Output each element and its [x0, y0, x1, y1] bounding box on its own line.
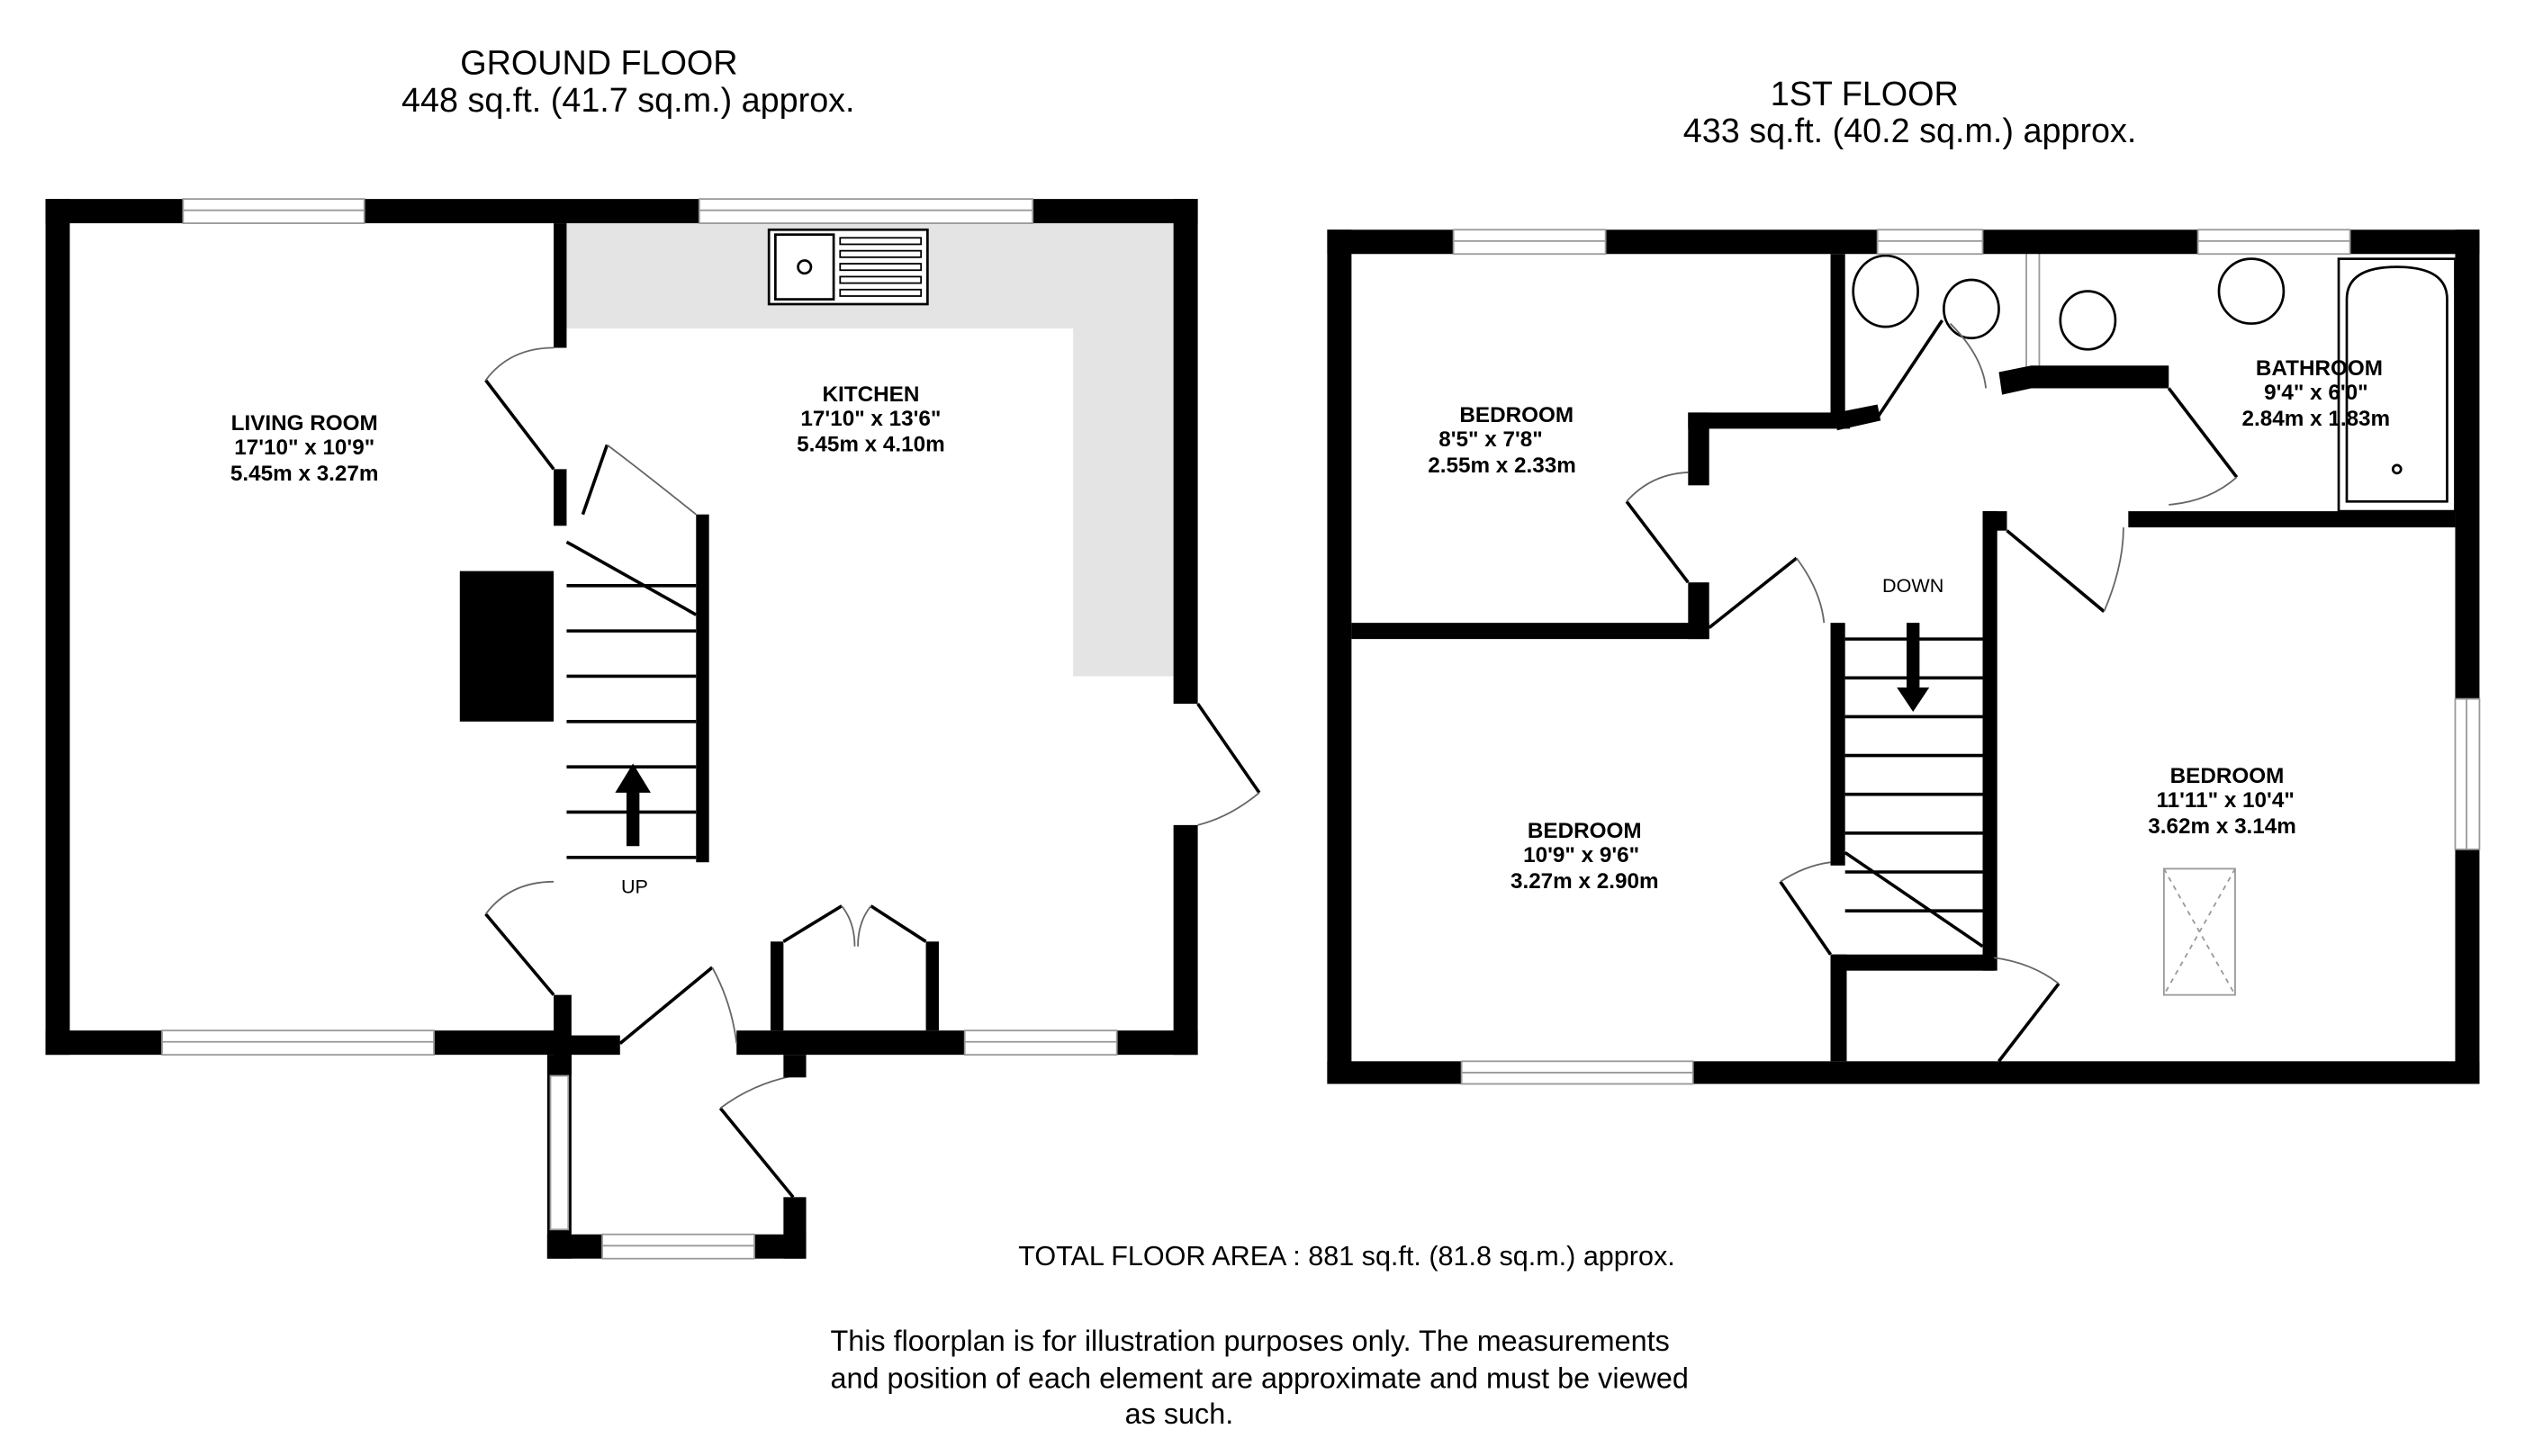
svg-text:8'5" x 7'8": 8'5" x 7'8"	[1438, 427, 1543, 452]
room-label-living-room: LIVING ROOM 17'10" x 10'9" 5.45m x 3.27m	[230, 411, 379, 486]
svg-text:10'9" x 9'6": 10'9" x 9'6"	[1523, 843, 1639, 867]
staircase	[565, 514, 709, 863]
first-floor-area: 433 sq.ft. (40.2 sq.m.) approx.	[1683, 112, 2137, 149]
window	[1452, 229, 2481, 1085]
disclaimer-line-2: and position of each element are approxi…	[830, 1362, 1688, 1394]
arrow-up-icon	[615, 763, 651, 847]
svg-text:2.55m x 2.33m: 2.55m x 2.33m	[1428, 454, 1576, 478]
disclaimer-line-1: This floorplan is for illustration purpo…	[830, 1325, 1669, 1357]
toilet-icon	[2059, 290, 2117, 351]
room-label-bathroom: BATHROOM 9'4" x 6'0" 2.84m x 1.83m	[2242, 356, 2391, 431]
ground-floor-area: 448 sq.ft. (41.7 sq.m.) approx.	[401, 81, 855, 119]
sink-icon	[767, 228, 929, 306]
ground-floor-title: GROUND FLOOR	[460, 44, 737, 82]
svg-text:3.27m x 2.90m: 3.27m x 2.90m	[1510, 869, 1659, 894]
svg-text:3.62m x 3.14m: 3.62m x 3.14m	[2148, 814, 2296, 839]
room-label-bedroom-1: BEDROOM 8'5" x 7'8" 2.55m x 2.33m	[1428, 403, 1576, 478]
bath-icon	[2337, 257, 2457, 513]
kitchen-worktop	[566, 223, 1174, 677]
total-floor-area: TOTAL FLOOR AREA : 881 sq.ft. (81.8 sq.m…	[1018, 1241, 1674, 1272]
chimney-breast	[459, 571, 555, 722]
door	[484, 346, 1261, 1199]
skylight-icon	[2162, 867, 2236, 996]
basin-icon	[2217, 257, 2286, 325]
toilet-icon	[1943, 278, 2000, 340]
room-label-bedroom-3: BEDROOM 11'11" x 10'4" 3.62m x 3.14m	[2148, 764, 2296, 839]
svg-text:LIVING ROOM: LIVING ROOM	[231, 411, 378, 436]
staircase	[1844, 623, 1984, 948]
svg-text:BEDROOM: BEDROOM	[1528, 819, 1642, 843]
svg-text:5.45m x 3.27m: 5.45m x 3.27m	[230, 462, 379, 486]
window	[161, 198, 1118, 1056]
svg-text:BEDROOM: BEDROOM	[1459, 403, 1574, 427]
stairs-down-label: DOWN	[1882, 574, 1943, 597]
stairs-up-label: UP	[621, 875, 648, 897]
first-floor-title: 1ST FLOOR	[1771, 75, 1959, 112]
svg-text:17'10" x 13'6": 17'10" x 13'6"	[800, 407, 941, 431]
svg-text:BATHROOM: BATHROOM	[2256, 356, 2383, 381]
disclaimer-line-3: as such.	[1125, 1398, 1234, 1430]
svg-text:11'11" x 10'4": 11'11" x 10'4"	[2157, 788, 2295, 813]
ground-floor-plan: UP LIVING ROOM 17'10" x 10'9" 5.45m x 3.…	[45, 198, 1261, 1260]
svg-text:KITCHEN: KITCHEN	[823, 382, 920, 407]
svg-text:5.45m x 4.10m: 5.45m x 4.10m	[797, 433, 945, 457]
arrow-down-icon	[1897, 623, 1930, 713]
first-floor-plan: DOWN BEDROOM 8'5" x 7'8" 2.55m x 2.33m B…	[1327, 229, 2481, 1085]
svg-text:2.84m x 1.83m: 2.84m x 1.83m	[2242, 407, 2391, 431]
door	[1625, 319, 2239, 1063]
room-label-kitchen: KITCHEN 17'10" x 13'6" 5.45m x 4.10m	[797, 382, 945, 457]
svg-text:17'10" x 10'9": 17'10" x 10'9"	[234, 436, 374, 460]
svg-text:9'4" x 6'0": 9'4" x 6'0"	[2264, 381, 2368, 405]
svg-text:BEDROOM: BEDROOM	[2170, 764, 2285, 788]
basin-icon	[1852, 254, 1919, 328]
room-label-bedroom-2: BEDROOM 10'9" x 9'6" 3.27m x 2.90m	[1510, 819, 1659, 894]
